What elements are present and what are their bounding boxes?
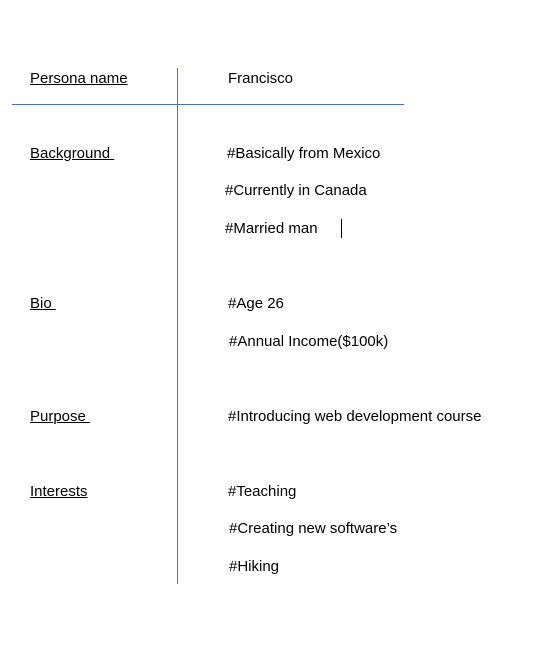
bio-item-age: #Age 26: [228, 295, 284, 312]
table-vertical-rule: [177, 68, 178, 584]
persona-name-label: Persona name: [30, 70, 128, 87]
interests-label: Interests: [30, 483, 88, 500]
interests-item-hiking: #Hiking: [229, 558, 280, 575]
purpose-item: #Introducing web development course: [228, 408, 482, 425]
persona-name-value: Francisco: [228, 70, 294, 87]
interests-item-software: #Creating new software’s: [229, 520, 398, 537]
bio-label: Bio: [30, 295, 56, 312]
text-cursor: [341, 219, 342, 238]
background-item-origin: #Basically from Mexico: [227, 145, 381, 162]
background-label: Background: [30, 145, 115, 162]
interests-item-teaching: #Teaching: [228, 483, 297, 500]
background-item-location: #Currently in Canada: [225, 182, 367, 199]
table-horizontal-rule: [12, 104, 404, 105]
bio-item-income: #Annual Income($100k): [229, 333, 389, 350]
purpose-label: Purpose: [30, 408, 91, 425]
background-item-marital: #Married man: [225, 220, 318, 237]
